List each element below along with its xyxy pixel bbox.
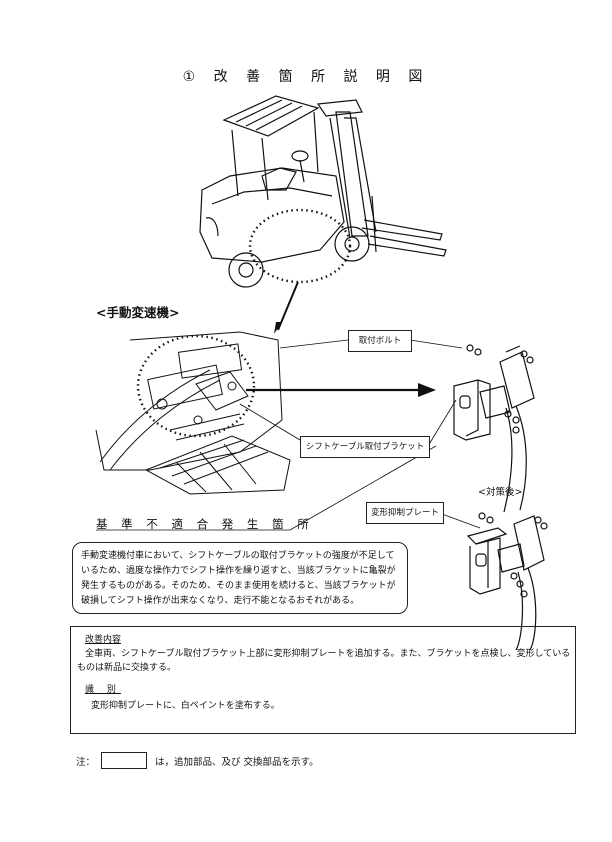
improvement-heading: 改善内容 [85,635,122,645]
improvement-body: 全車両、シフトケーブル取付ブラケット上部に変形抑制プレートを追加する。また、ブラ… [77,649,571,673]
improvement-box: 改善内容 全車両、シフトケーブル取付ブラケット上部に変形抑制プレートを追加する。… [70,626,576,734]
transmission-detail [95,331,291,495]
manual-transmission-label: <手動変速機> [96,305,180,320]
after-countermeasure-label: <対策後> [478,487,523,498]
deformation-plate-shape [466,527,508,545]
detail-highlight-circle [136,334,256,438]
bracket-before [453,344,535,513]
identification-heading: 識 別 [85,685,121,695]
legend-swatch [101,752,148,769]
nonconformity-location-label: 基 準 不 適 合 発 生 箇 所 [96,517,314,531]
note-text: は，追加部品、及び 交換部品を示す。 [155,756,319,768]
defect-description: 手動変速機付車において、シフトケーブルの取付ブラケットの強度が不足しているため、… [72,542,408,614]
arrow-down-icon [274,322,282,334]
deformation-plate-callout: 変形抑制プレート [366,502,444,524]
forklift-illustration [199,95,447,288]
note-prefix: 注： [76,756,96,768]
mounting-bolt-callout: 取付ボルト [348,330,412,352]
page-title: ① 改 善 箇 所 説 明 図 [182,69,430,85]
shift-cable-bracket-callout: シフトケーブル取付ブラケット [300,436,430,458]
highlight-circle [248,208,352,284]
arrow-right-icon [418,383,436,397]
legend-note: 注： は，追加部品、及び 交換部品を示す。 [76,752,319,769]
identification-body: 変形抑制プレートに、白ペイントを塗布する。 [91,701,280,711]
bracket-after [466,512,548,651]
